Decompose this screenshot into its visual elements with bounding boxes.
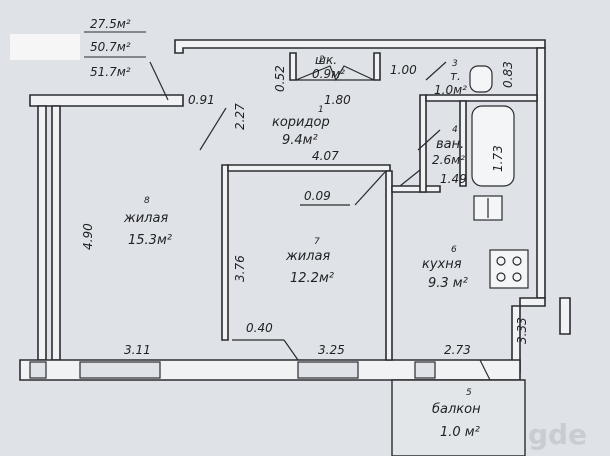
dim-009: 0.09 — [304, 189, 331, 203]
partition-kitchen-top — [391, 185, 441, 193]
living-left-area: 15.3м² — [128, 233, 172, 248]
stove-burner-2 — [512, 256, 522, 266]
toilet-bowl — [469, 65, 493, 93]
balcony-name: балкон — [432, 402, 481, 417]
closet-area: 0.9м² — [312, 67, 345, 81]
corridor-number: 1 — [318, 105, 324, 115]
dim-227: 2.27 — [233, 103, 247, 130]
closet-door-right — [334, 65, 375, 81]
stove-burner-4 — [512, 272, 522, 282]
left-top-wall — [29, 94, 184, 107]
partition-left-mid — [221, 164, 229, 341]
closet-number: 2 — [319, 55, 325, 65]
bath-area: 2.6м² — [432, 153, 465, 167]
stove-burner-1 — [496, 256, 506, 266]
corridor-name: коридор — [272, 115, 330, 130]
balcony-number: 5 — [466, 388, 472, 398]
dim-490: 4.90 — [81, 223, 95, 250]
stove — [489, 249, 529, 289]
room-labels: 1 коридор 9.4м² 2 шк. 0.9м² 3 т. 1.0м² 4… — [123, 53, 481, 440]
windows — [29, 361, 436, 379]
living-left-number: 8 — [144, 196, 150, 206]
balcony-area-label: 1.0 м² — [440, 425, 480, 440]
corner-left — [29, 361, 47, 379]
dim-273: 2.73 — [444, 343, 471, 357]
living-area-total: 27.5м² — [90, 17, 131, 31]
area-totals: 27.5м² 50.7м² 51.7м² — [84, 17, 146, 79]
kitchen-name: кухня — [422, 257, 462, 272]
right-wall-tab — [559, 297, 571, 335]
corridor-area: 9.4м² — [282, 133, 318, 148]
door-kitchen — [399, 169, 421, 187]
dim-040: 0.40 — [246, 321, 273, 335]
general-area-total: 50.7м² — [90, 40, 131, 54]
left-inner-wall — [51, 105, 61, 361]
balcony — [391, 379, 526, 456]
door-toilet — [425, 61, 447, 81]
window-left — [79, 361, 161, 379]
dim-376: 3.76 — [233, 255, 247, 282]
fixtures — [469, 65, 529, 289]
balcony-area — [391, 379, 526, 456]
bathtub — [471, 105, 515, 187]
partition-mid-right — [385, 170, 393, 361]
dim-325: 3.25 — [318, 343, 345, 357]
balcony-door-swing — [479, 359, 491, 381]
living-mid-name: жилая — [285, 249, 330, 264]
living-left-name: жилая — [123, 211, 168, 226]
leader-totals — [149, 61, 169, 101]
closet-door-left — [295, 65, 337, 81]
dim-083: 0.83 — [501, 61, 515, 88]
bath-number: 4 — [452, 125, 458, 135]
toilet-area: 1.0м² — [434, 83, 467, 97]
window-mid — [297, 361, 359, 379]
right-exterior-wall — [536, 47, 546, 299]
living-mid-area: 12.2м² — [290, 271, 334, 286]
dim-311: 3.11 — [124, 343, 151, 357]
right-wall-step — [519, 297, 546, 307]
dimension-labels: 0.52 1.00 0.83 1.80 0.91 2.27 4.07 1.73 … — [81, 61, 529, 357]
dim-tick-040 — [283, 339, 299, 361]
stove-burner-3 — [496, 272, 506, 282]
dim-173: 1.73 — [491, 145, 505, 172]
partition-bath-mid — [459, 100, 467, 187]
toilet-number: 3 — [452, 59, 458, 69]
top-exterior-wall — [174, 39, 546, 54]
closet-name: шк. — [315, 53, 337, 67]
dim-180: 1.80 — [324, 93, 351, 107]
kitchen-area: 9.3 м² — [428, 276, 468, 291]
living-mid-number: 7 — [314, 237, 320, 247]
watermark: gde — [528, 418, 587, 451]
left-exterior-wall — [37, 105, 47, 361]
partition-mid-top — [227, 164, 391, 172]
partition-bath-top — [425, 94, 538, 102]
kitchen-number: 6 — [451, 245, 457, 255]
dim-100: 1.00 — [390, 63, 417, 77]
toilet-name: т. — [450, 69, 461, 83]
dim-052: 0.52 — [273, 65, 287, 92]
dim-091: 0.91 — [188, 93, 215, 107]
dim-407: 4.07 — [312, 149, 339, 163]
partition-bath-left — [419, 94, 427, 193]
doors — [149, 61, 491, 381]
bath-name: ван. — [436, 137, 464, 152]
total-area: 51.7м² — [90, 65, 131, 79]
closet-wall-right — [373, 52, 381, 81]
dim-149: 1.49 — [440, 172, 467, 186]
dim-333: 3.33 — [515, 317, 529, 344]
balcony-door — [414, 361, 436, 379]
closet-wall-left — [289, 52, 297, 81]
door-mid-room — [354, 171, 386, 206]
door-left-room — [199, 107, 227, 151]
redaction-patch — [10, 34, 80, 60]
door-bath — [417, 129, 441, 151]
